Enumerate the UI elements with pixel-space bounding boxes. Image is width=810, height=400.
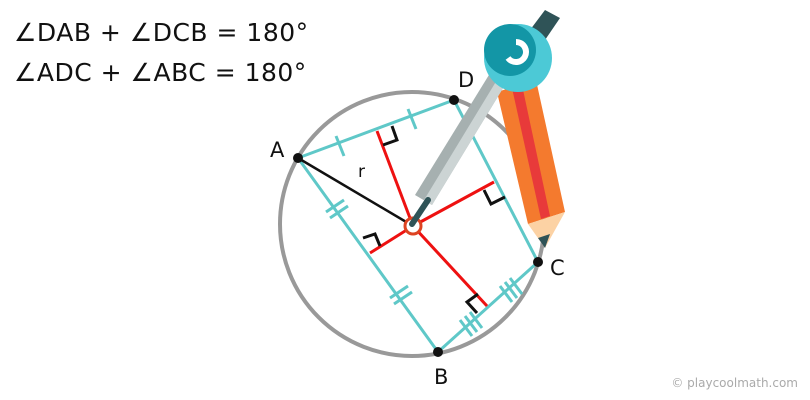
vertex-points [293, 95, 543, 357]
label-d: D [458, 68, 474, 92]
equation-2: ∠ADC + ∠ABC = 180° [14, 58, 307, 87]
right-angle-marks [362, 125, 506, 315]
label-a: A [270, 138, 285, 162]
tick-marks [325, 108, 524, 337]
equation-1: ∠DAB + ∠DCB = 180° [14, 18, 309, 47]
label-b: B [434, 365, 448, 389]
radius-line [297, 156, 414, 228]
compass-icon [409, 10, 560, 227]
pencil-icon [497, 80, 565, 248]
watermark: © playcoolmath.com [671, 376, 798, 390]
label-r: r [358, 162, 365, 182]
label-c: C [550, 256, 565, 280]
perpendicular-bisectors [369, 130, 495, 308]
